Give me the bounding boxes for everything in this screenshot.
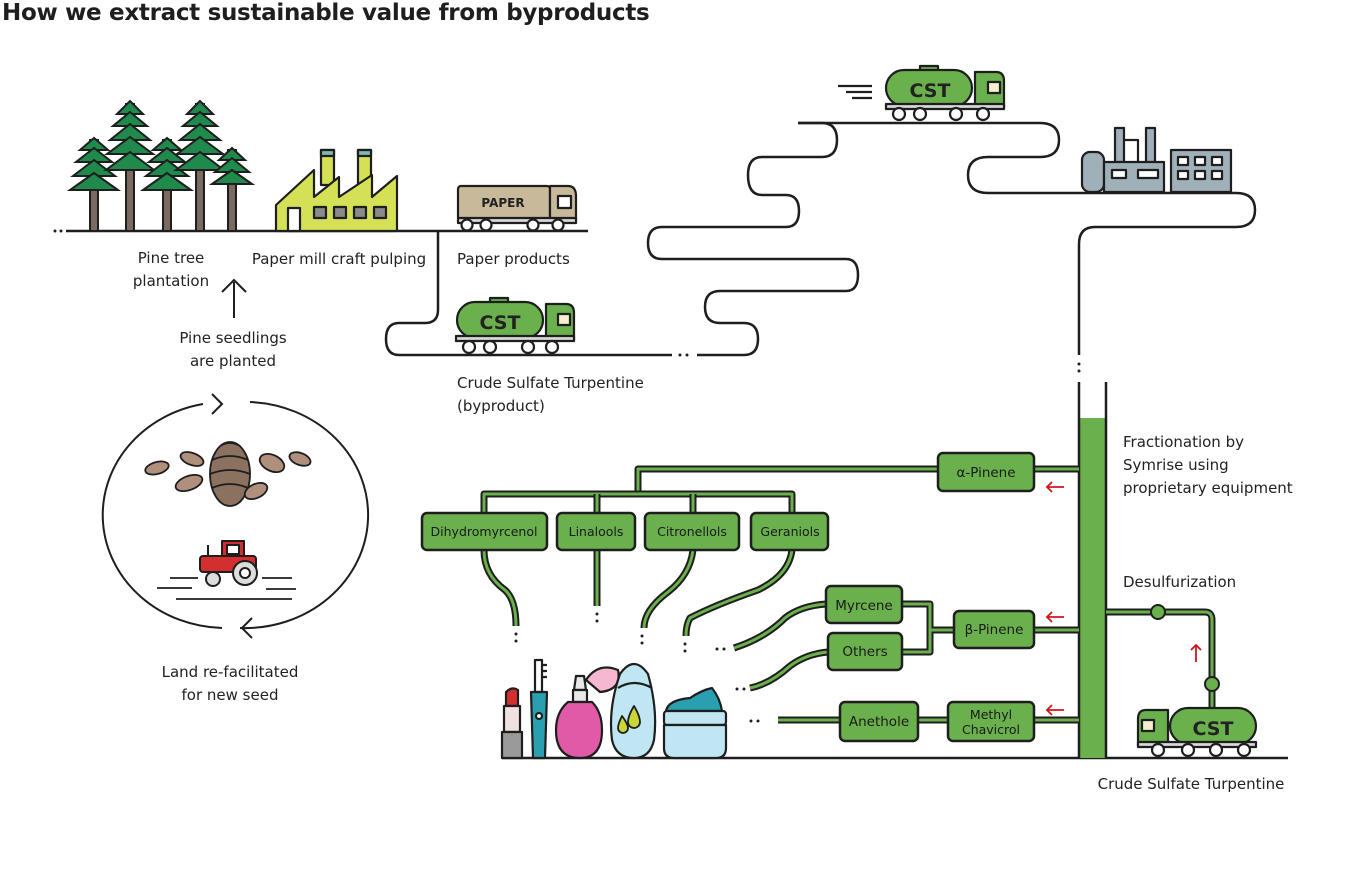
- red-arrow-left-icon: [1045, 481, 1064, 493]
- label-land-2: for new seed: [182, 686, 279, 704]
- fractionation-column-icon: [1077, 382, 1108, 758]
- factory-icon: [1080, 126, 1233, 194]
- svg-text:Citronellols: Citronellols: [657, 524, 727, 539]
- label-cst-byproduct-2: (byproduct): [457, 397, 545, 415]
- paper-truck-label: PAPER: [481, 196, 524, 210]
- label-pine-tree-plantation-1: Pine tree: [138, 249, 205, 267]
- svg-text:Chavicrol: Chavicrol: [962, 722, 1020, 737]
- box-alpha-pinene: α-Pinene: [936, 451, 1036, 493]
- cst-truck-middle-label: CST: [480, 312, 521, 334]
- label-pine-seedlings-2: are planted: [190, 352, 276, 370]
- red-arrow-up-icon: [1190, 643, 1202, 662]
- red-arrow-left-icon: [1045, 611, 1064, 623]
- label-cst-byproduct-1: Crude Sulfate Turpentine: [457, 374, 644, 392]
- cst-truck-bottom-label: CST: [1193, 718, 1234, 740]
- label-desulfurization: Desulfurization: [1123, 573, 1236, 591]
- page-title: How we extract sustainable value from by…: [2, 0, 650, 26]
- paper-truck-icon: [456, 184, 578, 232]
- red-arrow-left-icon: [1045, 704, 1064, 716]
- pipe-end-dots: [514, 612, 760, 723]
- product-pipes: [480, 465, 1079, 724]
- svg-text:Others: Others: [842, 644, 887, 660]
- seedlings-up-arrow-icon: [221, 278, 247, 318]
- label-cst-bottom: Crude Sulfate Turpentine: [1098, 775, 1285, 793]
- svg-text:α-Pinene: α-Pinene: [956, 465, 1015, 481]
- svg-text:Methyl: Methyl: [970, 707, 1012, 722]
- box-others: Others: [826, 631, 904, 672]
- desulfurization-pipe: [1106, 604, 1220, 712]
- cst-truck-top-icon: [838, 64, 1006, 122]
- svg-text:Geraniols: Geraniols: [760, 524, 819, 539]
- label-pine-seedlings-1: Pine seedlings: [179, 329, 287, 347]
- svg-text:Dihydromyrcenol: Dihydromyrcenol: [431, 524, 538, 539]
- box-linalools: Linalools: [555, 511, 637, 552]
- regrowth-cycle-icon: [101, 393, 370, 639]
- box-methyl-chavicrol: Methyl Chavicrol: [946, 700, 1036, 743]
- pine-trees-icon: [66, 99, 256, 232]
- svg-text:Linalools: Linalools: [569, 524, 624, 539]
- consumer-products-icon: [500, 658, 728, 760]
- label-fractionation-2: Symrise using: [1123, 456, 1229, 474]
- box-anethole: Anethole: [838, 700, 920, 743]
- label-paper-products: Paper products: [457, 250, 570, 268]
- cst-truck-bottom-icon: [1136, 706, 1258, 758]
- label-fractionation-1: Fractionation by: [1123, 433, 1244, 451]
- box-geraniols: Geraniols: [749, 511, 830, 552]
- label-pine-tree-plantation-2: plantation: [133, 272, 209, 290]
- svg-text:Myrcene: Myrcene: [835, 598, 892, 614]
- flow-arrows: [1045, 481, 1202, 716]
- label-paper-mill: Paper mill craft pulping: [252, 250, 426, 268]
- tractor-icon: [157, 540, 296, 600]
- box-myrcene: Myrcene: [824, 584, 904, 625]
- box-citronellols: Citronellols: [643, 511, 741, 552]
- cst-truck-middle-icon: [454, 296, 576, 355]
- svg-text:β-Pinene: β-Pinene: [965, 622, 1024, 638]
- label-fractionation-3: proprietary equipment: [1123, 479, 1293, 497]
- box-beta-pinene: β-Pinene: [952, 609, 1036, 650]
- box-dihydromyrcenol: Dihydromyrcenol: [420, 511, 549, 552]
- label-land-1: Land re-facilitated: [162, 663, 299, 681]
- pine-cone-icon: [144, 441, 312, 507]
- paper-mill-icon: [274, 148, 399, 233]
- cst-truck-top-label: CST: [910, 80, 951, 102]
- svg-text:Anethole: Anethole: [849, 714, 909, 730]
